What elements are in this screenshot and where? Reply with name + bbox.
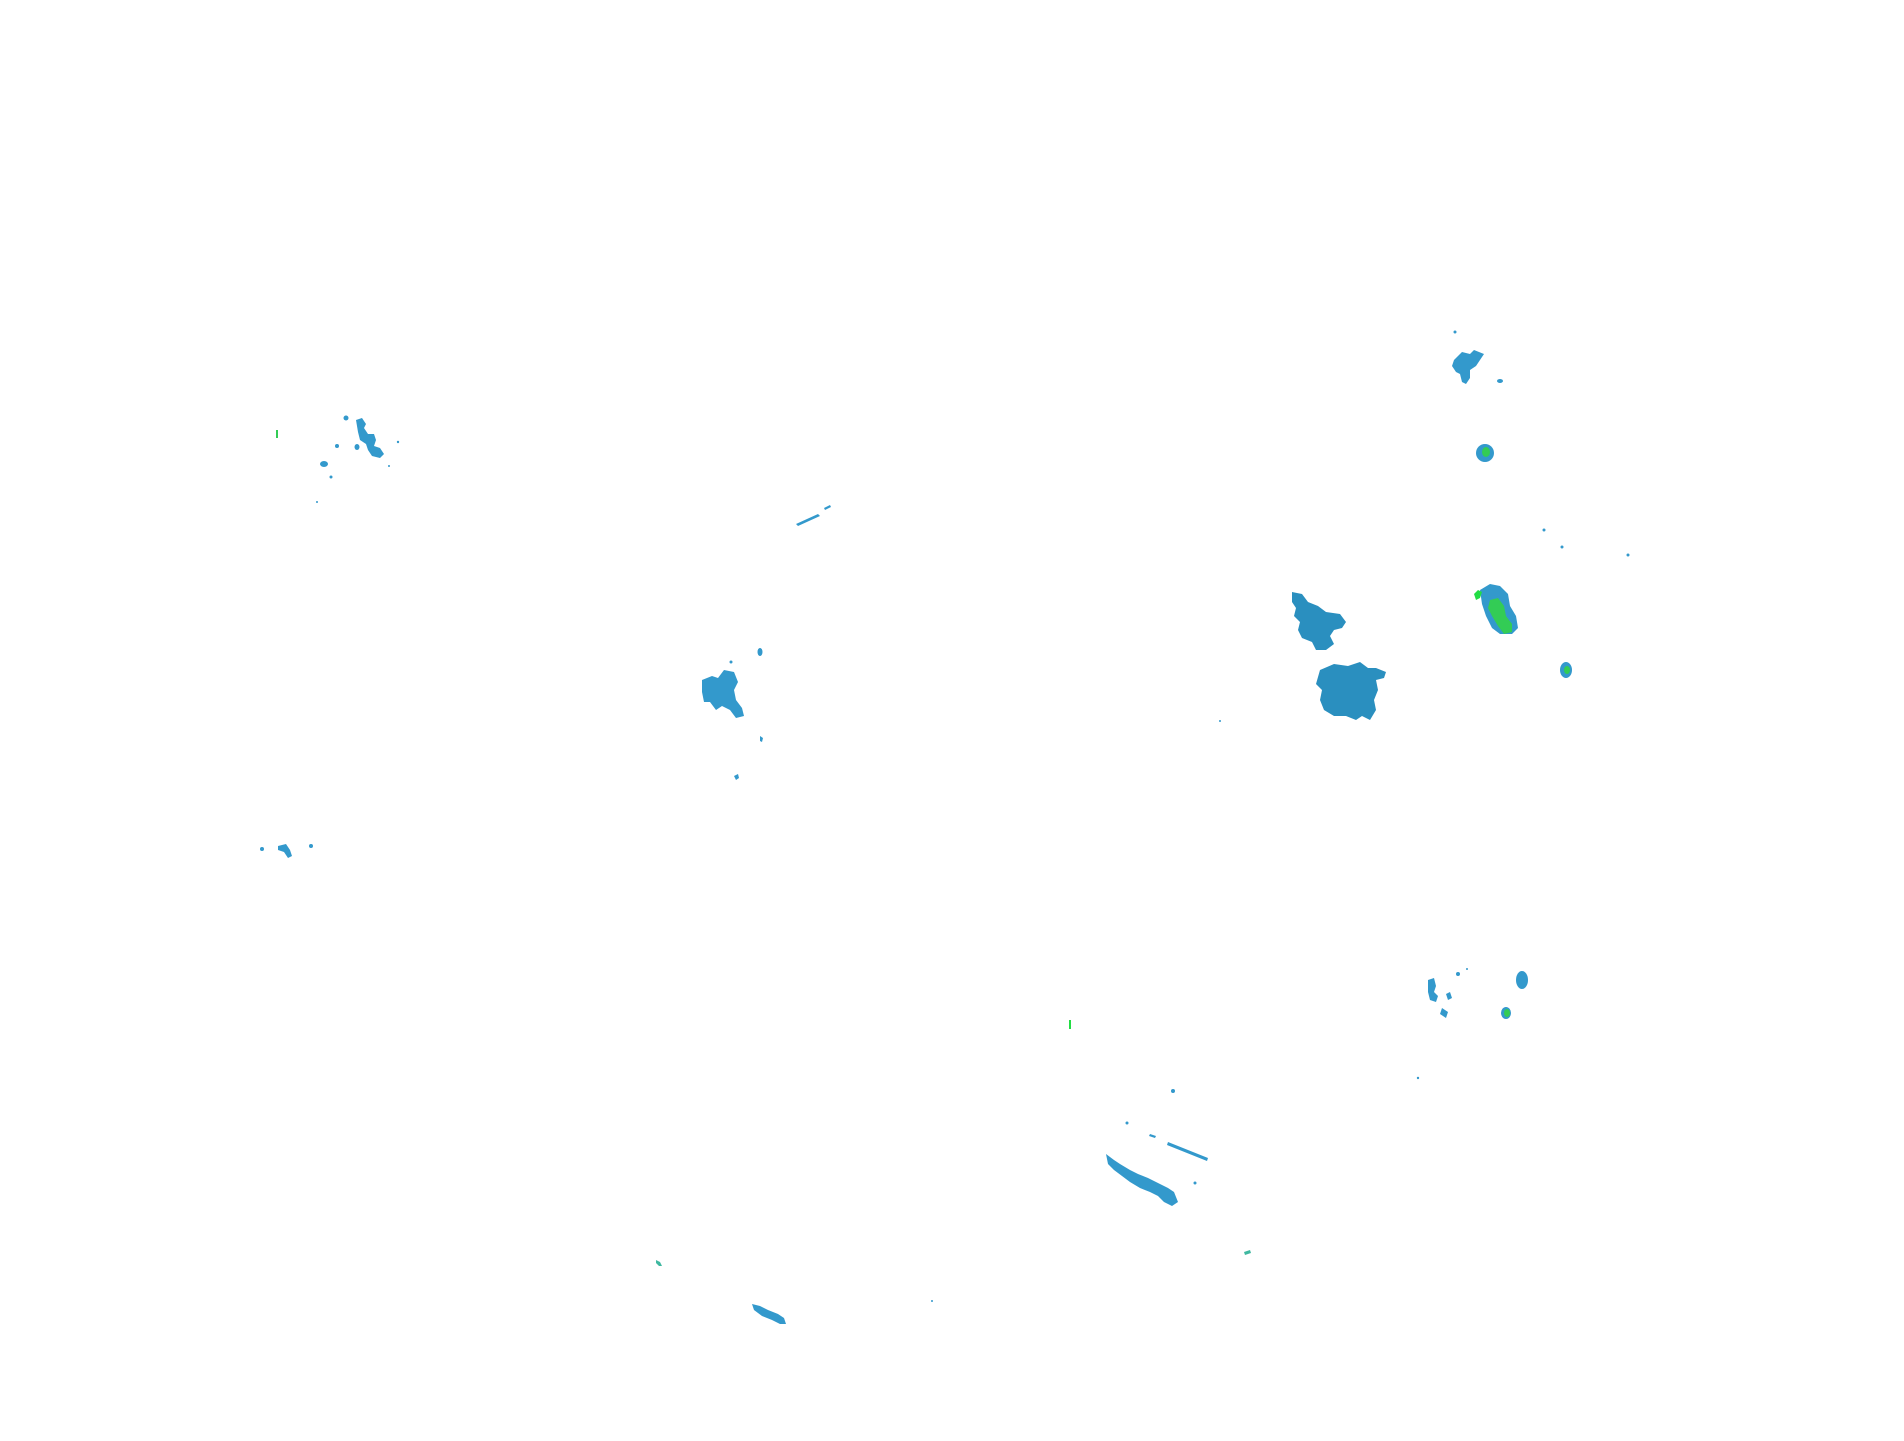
echo-cell (278, 844, 292, 858)
echo-cell (1193, 1181, 1197, 1185)
echo-cell (329, 475, 333, 479)
echo-cell (1488, 598, 1512, 634)
echo-cluster-central (702, 648, 763, 780)
echo-cell (760, 736, 763, 742)
echo-cell (931, 1300, 933, 1302)
echo-cell (1416, 1076, 1420, 1080)
echo-cell (656, 1260, 662, 1266)
echo-cell (320, 461, 328, 467)
echo-cluster-west (260, 844, 313, 858)
echo-cell (1560, 545, 1564, 549)
echo-cell (316, 501, 318, 503)
echo-cell (1452, 350, 1484, 384)
echo-cell (1497, 379, 1503, 383)
echo-cell (1564, 666, 1570, 674)
echo-cell (396, 440, 400, 444)
echo-cluster-northwest (276, 415, 400, 503)
echo-cell (335, 444, 339, 448)
echo-band-south (1106, 1089, 1251, 1255)
echo-cell (1316, 662, 1386, 720)
echo-cluster-east-large (1219, 592, 1386, 722)
echo-cell (356, 418, 384, 458)
echo-cell (1542, 528, 1546, 532)
echo-cell (1167, 1142, 1208, 1161)
echo-cell (1125, 1121, 1129, 1125)
echo-cell (1626, 553, 1630, 557)
echo-cell (1446, 992, 1452, 1000)
echo-cell (734, 774, 739, 780)
echo-cell (729, 660, 733, 664)
echo-cell (1504, 1009, 1510, 1017)
echo-cell (1244, 1250, 1251, 1255)
echo-cluster-southeast (1416, 968, 1528, 1080)
echo-cell (1482, 447, 1490, 457)
echo-line-north-central (796, 505, 831, 526)
echo-cell (1428, 978, 1438, 1002)
echo-cluster-southwest (656, 1260, 933, 1324)
echo-cluster-east-strong (1474, 584, 1572, 678)
echo-cell (752, 1304, 786, 1324)
echo-cell (1453, 330, 1457, 334)
echo-cell (388, 465, 390, 467)
echo-cell (343, 415, 349, 421)
echo-cell (796, 514, 820, 526)
echo-cell (1171, 1089, 1175, 1093)
echo-cell (1466, 968, 1468, 970)
echo-cell (276, 430, 278, 438)
echo-cell (1440, 1008, 1448, 1018)
echo-cell (1516, 971, 1528, 989)
echo-cell (757, 648, 763, 656)
echo-cell (309, 844, 313, 848)
echo-cluster-northeast (1452, 330, 1630, 557)
echo-cell (1456, 972, 1460, 976)
echo-cell (824, 505, 831, 510)
echo-cell (1219, 720, 1221, 722)
echo-cell (354, 444, 360, 450)
echo-cell (1069, 1020, 1071, 1029)
echo-cell (1292, 592, 1346, 650)
echo-cell (260, 847, 264, 851)
echo-cell (702, 670, 744, 718)
echo-cell (1474, 590, 1482, 600)
echo-cell (1149, 1134, 1156, 1138)
echo-cell (1106, 1154, 1178, 1206)
